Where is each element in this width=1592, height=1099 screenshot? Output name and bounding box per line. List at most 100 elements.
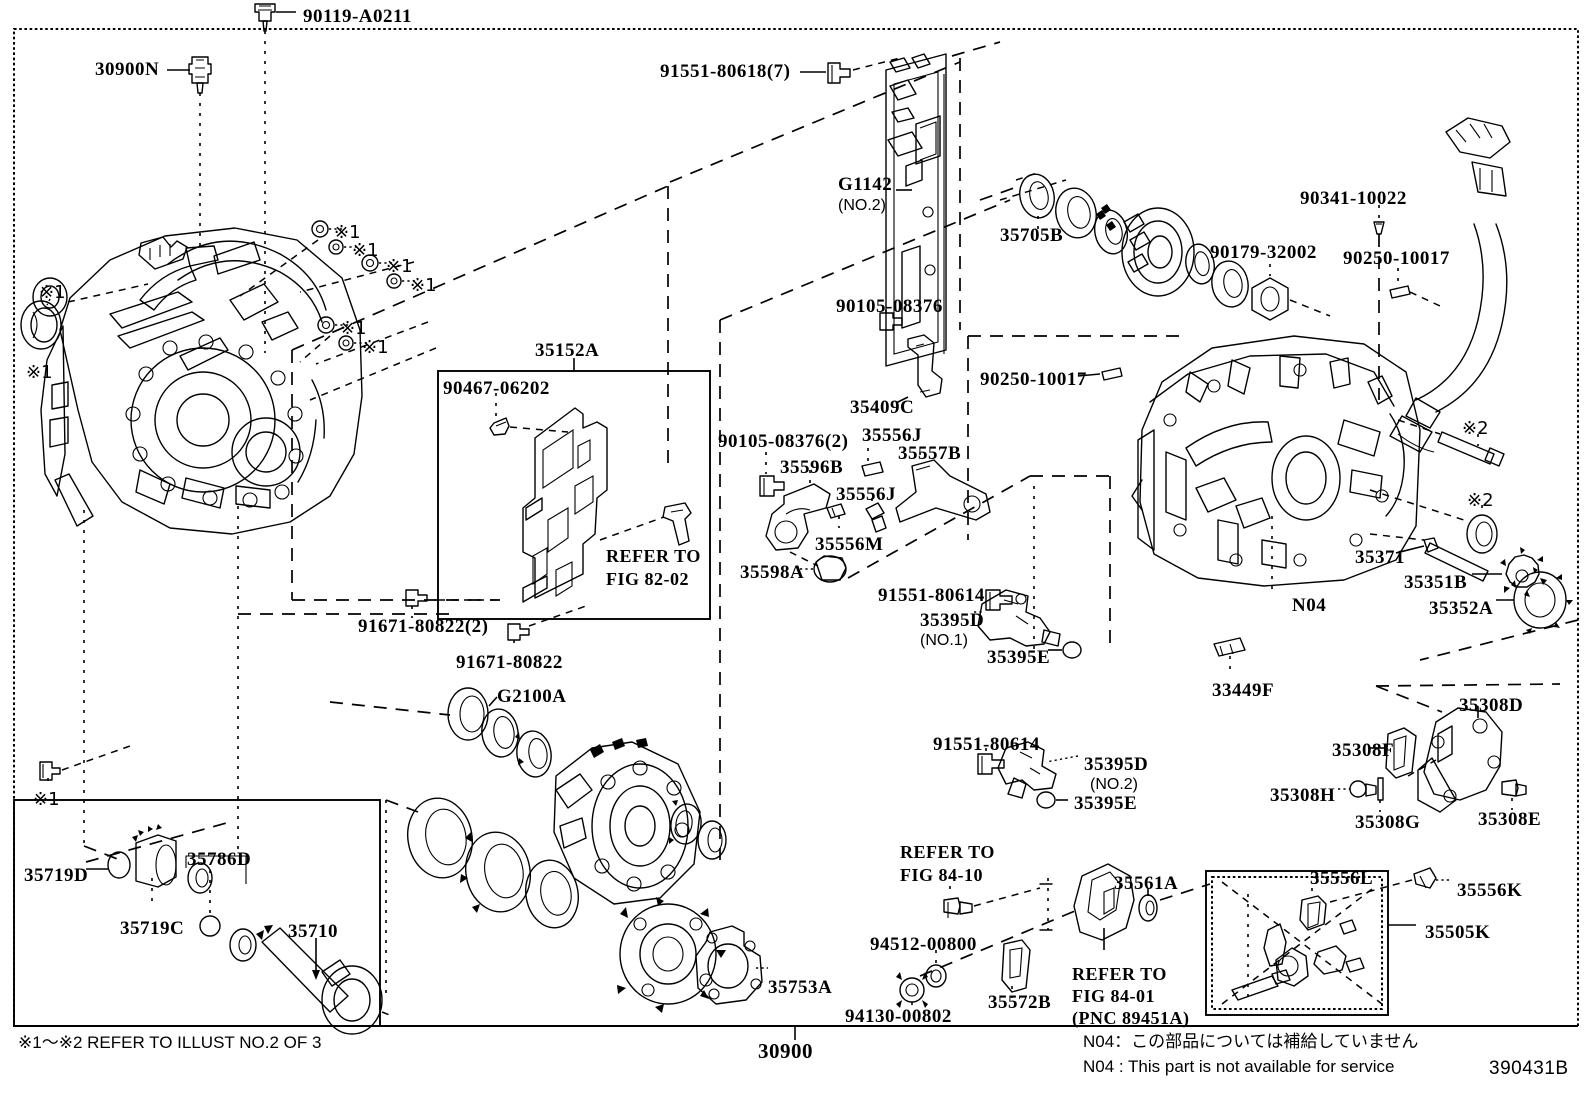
part-diff-bearing-lower2 bbox=[460, 831, 531, 913]
callout-94512-00800: 94512-00800 bbox=[870, 934, 977, 955]
callout-35395E-2: 35395E bbox=[1074, 793, 1138, 814]
part-lower-left-bolt bbox=[39, 761, 61, 781]
callout-35710: 35710 bbox=[288, 921, 338, 942]
star-mark-1d: ※1 bbox=[352, 240, 379, 261]
part-90119-A0211 bbox=[254, 3, 296, 32]
callout-refer-fig-82-02-sub: FIG 82-02 bbox=[606, 569, 689, 589]
callout-35409C: 35409C bbox=[850, 397, 915, 418]
callout-35561A: 35561A bbox=[1114, 873, 1179, 894]
callout-35556J-2: 35556J bbox=[836, 484, 896, 505]
callout-35395D-no2: 35395D bbox=[1084, 754, 1149, 775]
diagram-title: 30900 bbox=[758, 1039, 813, 1063]
callout-90119-A0211: 90119-A0211 bbox=[303, 6, 412, 27]
callout-90105-08376: 90105-08376 bbox=[836, 296, 943, 317]
callout-35395D-no2-sub: (NO.2) bbox=[1090, 776, 1138, 793]
case-bolts-group bbox=[239, 220, 437, 401]
part-94130-00802 bbox=[896, 972, 928, 1012]
part-ring-gear-lower bbox=[617, 897, 726, 1013]
part-35395D-no1 bbox=[974, 589, 1061, 647]
part-inset-clip bbox=[662, 502, 692, 546]
part-90105-08376-upper bbox=[879, 312, 903, 331]
inset-box-35710 bbox=[13, 799, 381, 1027]
part-star2-seal bbox=[1466, 514, 1498, 554]
star-mark-1i: ※1 bbox=[33, 789, 60, 810]
callout-33449F: 33449F bbox=[1212, 680, 1275, 701]
callout-35371: 35371 bbox=[1355, 547, 1405, 568]
part-diff-bearing-b bbox=[515, 730, 552, 778]
part-91551-80614-bolt1 bbox=[985, 589, 1013, 611]
callout-91671-80822-2: 91671-80822(2) bbox=[358, 616, 489, 637]
part-refer-84-10-bolt bbox=[943, 876, 973, 918]
part-35409C-lever bbox=[895, 334, 943, 404]
inset-box-35505K-inner bbox=[1211, 876, 1383, 1010]
part-diff-bearing-c bbox=[669, 800, 702, 845]
part-35352A-ring bbox=[1496, 567, 1573, 634]
part-35596B-lever bbox=[765, 470, 831, 551]
part-35371-shaft bbox=[1395, 537, 1489, 582]
part-35556L-bushing bbox=[1299, 888, 1327, 931]
part-35556J-pin2 bbox=[865, 502, 887, 533]
part-washer-a bbox=[187, 862, 213, 894]
callout-35705B: 35705B bbox=[1000, 225, 1064, 246]
part-35561A-ring bbox=[1138, 888, 1158, 922]
part-G1142-ecu bbox=[885, 53, 947, 367]
callout-35557B: 35557B bbox=[898, 443, 962, 464]
callout-35308H: 35308H bbox=[1270, 785, 1336, 806]
part-90250-10017-right bbox=[1389, 285, 1411, 299]
part-91671-80822-right bbox=[507, 623, 530, 641]
star-mark-2a: ※2 bbox=[1462, 418, 1489, 439]
callout-91551-80614-2: 91551-80614 bbox=[933, 734, 1040, 755]
callout-35719D: 35719D bbox=[24, 865, 89, 886]
part-differential-case bbox=[553, 738, 701, 905]
callout-refer-fig-84-01: REFER TO bbox=[1072, 964, 1167, 984]
part-35786D-ball bbox=[199, 915, 221, 937]
callout-91551-80614-1: 91551-80614 bbox=[878, 585, 985, 606]
callout-N04: N04 bbox=[1292, 595, 1327, 616]
callout-90179-32002: 90179-32002 bbox=[1210, 242, 1317, 263]
callout-35556J-1: 35556J bbox=[862, 425, 922, 446]
callout-94130-00802: 94130-00802 bbox=[845, 1006, 952, 1027]
part-diff-seal-c bbox=[697, 820, 727, 860]
callout-30900N: 30900N bbox=[95, 59, 160, 80]
sheet-id: 390431B bbox=[1489, 1058, 1569, 1079]
star-mark-1e: ※1 bbox=[386, 256, 413, 277]
part-91671-80822-left bbox=[405, 589, 428, 607]
callout-91551-80618: 91551-80618(7) bbox=[660, 61, 791, 82]
callout-91671-80822: 91671-80822 bbox=[456, 652, 563, 673]
callout-90341-10022: 90341-10022 bbox=[1300, 188, 1407, 209]
part-35556M-pin bbox=[826, 503, 846, 519]
callout-90250-10017-r: 90250-10017 bbox=[1343, 248, 1450, 269]
part-90341-10022 bbox=[1373, 221, 1385, 235]
callout-35152A: 35152A bbox=[535, 340, 600, 361]
callout-pnc-89451A: (PNC 89451A) bbox=[1072, 1008, 1190, 1028]
callout-90250-10017-m: 90250-10017 bbox=[980, 369, 1087, 390]
callout-refer-fig-84-10-sub: FIG 84-10 bbox=[900, 865, 983, 885]
callout-35786D: 35786D bbox=[187, 849, 252, 870]
part-diff-seal-lower bbox=[525, 859, 579, 929]
part-35557B-lever bbox=[895, 452, 991, 523]
transaxle-case-left bbox=[40, 227, 363, 535]
part-35308E-bolt bbox=[1501, 779, 1527, 797]
star-mark-1c: ※1 bbox=[334, 222, 361, 243]
callout-35556L: 35556L bbox=[1310, 868, 1374, 889]
part-30900N bbox=[167, 56, 212, 94]
callout-35596B: 35596B bbox=[780, 457, 844, 478]
part-shift-cable bbox=[1389, 117, 1511, 453]
part-35308F-clip bbox=[1370, 727, 1417, 779]
part-91551-80618 bbox=[800, 62, 851, 84]
callout-35556K: 35556K bbox=[1457, 880, 1523, 901]
part-91551-80614-bolt2 bbox=[977, 753, 1005, 775]
callout-35598A: 35598A bbox=[740, 562, 805, 583]
part-90250-10017-mid bbox=[1077, 367, 1123, 381]
part-33449F bbox=[1213, 637, 1246, 657]
part-90179-32002 bbox=[1251, 264, 1289, 321]
part-35719C-gear bbox=[132, 824, 177, 908]
part-90467-06202 bbox=[489, 417, 510, 436]
callout-35308D: 35308D bbox=[1459, 695, 1524, 716]
star-mark-1g: ※1 bbox=[340, 318, 367, 339]
callout-35395D-no1-sub: (NO.1) bbox=[920, 632, 968, 649]
part-valve-body-35152A bbox=[522, 407, 608, 603]
part-35753A-flange bbox=[695, 925, 768, 1005]
callout-35351B: 35351B bbox=[1404, 572, 1468, 593]
